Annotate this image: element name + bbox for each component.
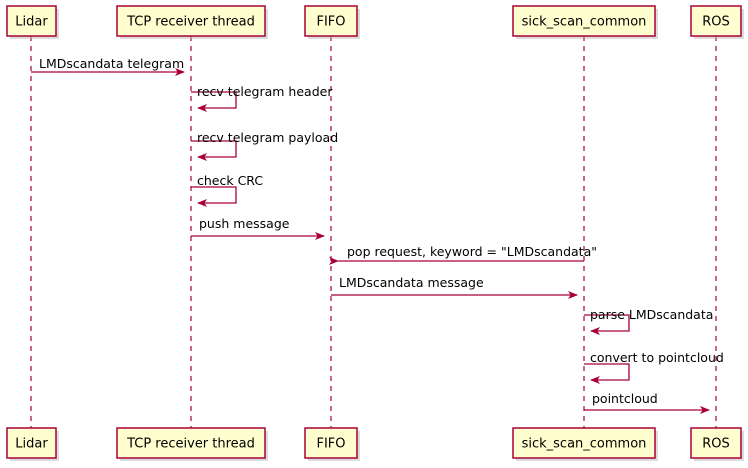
- participant-label: FIFO: [316, 437, 345, 452]
- participant-ros-top[interactable]: ROS: [690, 5, 744, 39]
- message-label: recv telegram payload: [197, 130, 338, 145]
- participant-box[interactable]: [512, 5, 656, 37]
- message-6[interactable]: LMDscandata message: [331, 275, 578, 299]
- participant-box[interactable]: [304, 427, 358, 459]
- message-8[interactable]: convert to pointcloud: [584, 350, 724, 384]
- message-2[interactable]: recv telegram payload: [191, 130, 338, 161]
- message-label: pointcloud: [592, 391, 658, 406]
- message-3[interactable]: check CRC: [191, 173, 263, 207]
- participant-label: ROS: [702, 437, 730, 452]
- message-self-arrow: [584, 314, 630, 335]
- message-self-arrow: [584, 363, 630, 384]
- participant-box[interactable]: [690, 427, 742, 459]
- participant-ros-bottom[interactable]: ROS: [690, 427, 744, 461]
- participant-lidar-bottom[interactable]: Lidar: [6, 427, 59, 461]
- participant-sick-bottom[interactable]: sick_scan_common: [512, 427, 658, 461]
- participant-fifo-bottom[interactable]: FIFO: [304, 427, 360, 461]
- participant-lidar-top[interactable]: Lidar: [6, 5, 59, 39]
- participant-label: Lidar: [15, 437, 48, 452]
- participant-box[interactable]: [512, 427, 656, 459]
- message-5[interactable]: pop request, keyword = "LMDscandata": [329, 244, 597, 265]
- message-label: pop request, keyword = "LMDscandata": [347, 244, 597, 259]
- message-label: LMDscandata telegram: [39, 56, 184, 71]
- message-self-arrow: [191, 186, 237, 207]
- participant-box[interactable]: [116, 427, 266, 459]
- participant-label: Lidar: [15, 15, 48, 30]
- participant-box[interactable]: [6, 5, 57, 37]
- message-4[interactable]: push message: [191, 216, 325, 240]
- message-self-arrow: [191, 140, 237, 161]
- message-1[interactable]: recv telegram header: [191, 84, 333, 112]
- participant-label: sick_scan_common: [522, 437, 647, 452]
- participant-tcp-top[interactable]: TCP receiver thread: [116, 5, 268, 39]
- message-7[interactable]: parse LMDscandata: [584, 307, 713, 335]
- message-self-arrow: [191, 91, 237, 112]
- participant-fifo-top[interactable]: FIFO: [304, 5, 360, 39]
- participant-box[interactable]: [690, 5, 742, 37]
- participant-label: FIFO: [316, 15, 345, 30]
- participant-box[interactable]: [116, 5, 266, 37]
- message-9[interactable]: pointcloud: [584, 391, 710, 414]
- message-label: convert to pointcloud: [590, 350, 724, 365]
- participant-label: TCP receiver thread: [126, 437, 255, 452]
- participant-label: sick_scan_common: [522, 15, 647, 30]
- participant-tcp-bottom[interactable]: TCP receiver thread: [116, 427, 268, 461]
- participant-label: ROS: [702, 15, 730, 30]
- message-label: LMDscandata message: [339, 275, 484, 290]
- message-label: check CRC: [197, 173, 263, 188]
- message-0[interactable]: LMDscandata telegram: [31, 56, 185, 76]
- message-label: recv telegram header: [197, 84, 333, 99]
- participant-sick-top[interactable]: sick_scan_common: [512, 5, 658, 39]
- message-label: parse LMDscandata: [590, 307, 713, 322]
- lifelines-layer: [30, 36, 717, 428]
- participant-box[interactable]: [6, 427, 57, 459]
- messages-layer: LMDscandata telegram recv telegram header…: [31, 56, 724, 414]
- message-label: push message: [199, 216, 290, 231]
- participant-box[interactable]: [304, 5, 358, 37]
- participant-label: TCP receiver thread: [126, 15, 255, 30]
